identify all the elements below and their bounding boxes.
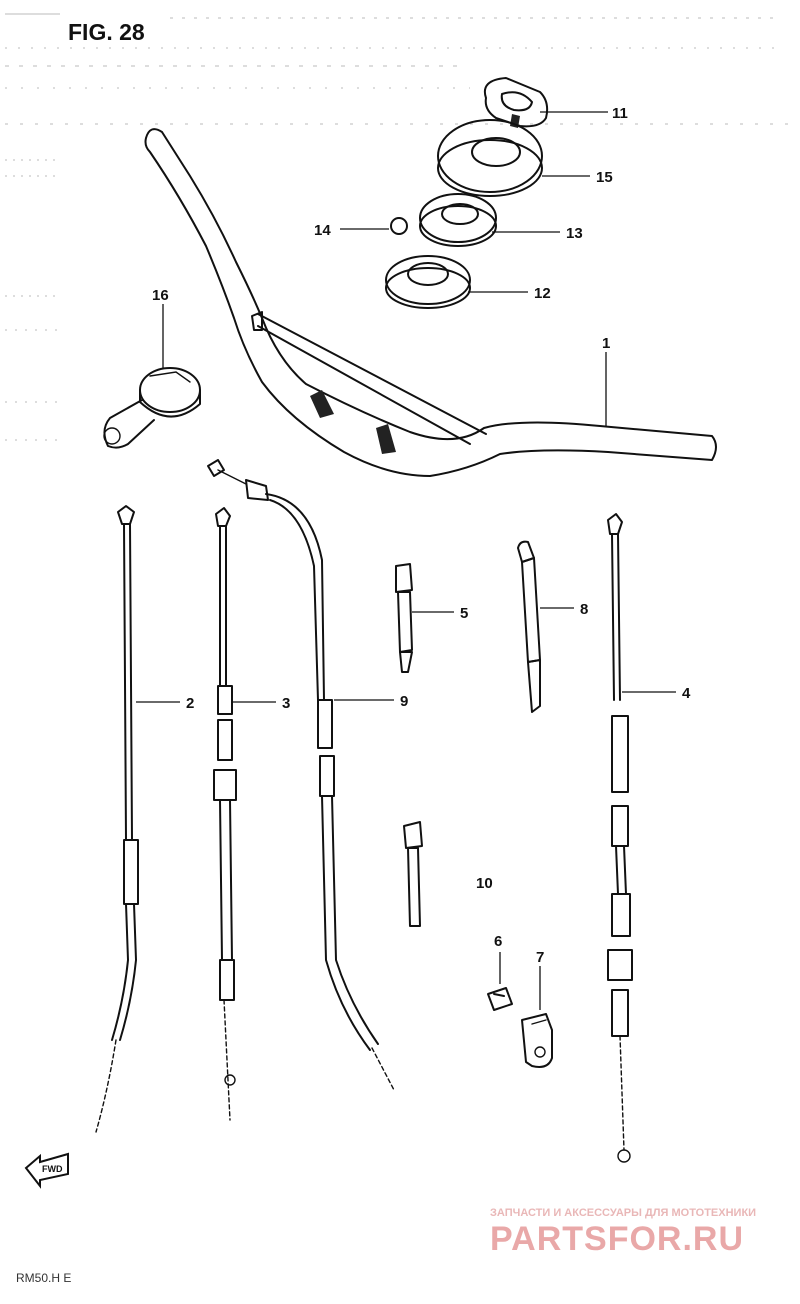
callout-10: 10 [476, 875, 493, 892]
callout-1: 1 [602, 335, 610, 352]
steel-ball [390, 217, 408, 235]
callout-9: 9 [400, 693, 408, 710]
callout-16: 16 [152, 287, 169, 304]
clip-6 [487, 987, 513, 1011]
leader-lines [136, 111, 676, 1010]
cable-4 [607, 513, 633, 1163]
callout-labels: 11 15 13 14 12 1 16 2 3 9 5 8 4 10 6 7 [152, 105, 691, 966]
watermark: ЗАПЧАСТИ И АКСЕССУАРЫ ДЛЯ МОТОТЕХНИКИ PA… [490, 1207, 756, 1258]
watermark-brand: PARTSFOR.RU [490, 1220, 744, 1258]
footer-code: RM50.H E [16, 1271, 71, 1285]
callout-3: 3 [282, 695, 290, 712]
callout-8: 8 [580, 601, 588, 618]
callout-7: 7 [536, 949, 544, 966]
forward-arrow-icon: FWD [24, 1152, 69, 1189]
callout-12: 12 [534, 285, 551, 302]
cable-3 [213, 507, 237, 1121]
callout-6: 6 [494, 933, 502, 950]
cable-2 [95, 505, 139, 1133]
tube-10 [403, 821, 423, 927]
watermark-tagline: ЗАПЧАСТИ И АКСЕССУАРЫ ДЛЯ МОТОТЕХНИКИ [490, 1207, 756, 1219]
throttle-housing [103, 367, 201, 449]
figure-title: FIG. 28 [68, 19, 145, 45]
connector-5 [395, 563, 413, 673]
scan-noise [5, 13, 790, 441]
forward-label: FWD [42, 1164, 63, 1174]
tube-8 [517, 540, 541, 713]
callout-2: 2 [186, 695, 194, 712]
callout-4: 4 [682, 685, 691, 702]
callout-11: 11 [612, 105, 628, 122]
callout-14: 14 [314, 222, 331, 239]
rubber-damper [437, 119, 543, 197]
callout-5: 5 [460, 605, 468, 622]
cable-9 [207, 459, 395, 1091]
bracket-7 [521, 1013, 553, 1068]
lower-cup [385, 255, 471, 309]
callout-15: 15 [596, 169, 613, 186]
bushing [419, 193, 497, 247]
handlebar [144, 128, 717, 477]
callout-13: 13 [566, 225, 583, 242]
